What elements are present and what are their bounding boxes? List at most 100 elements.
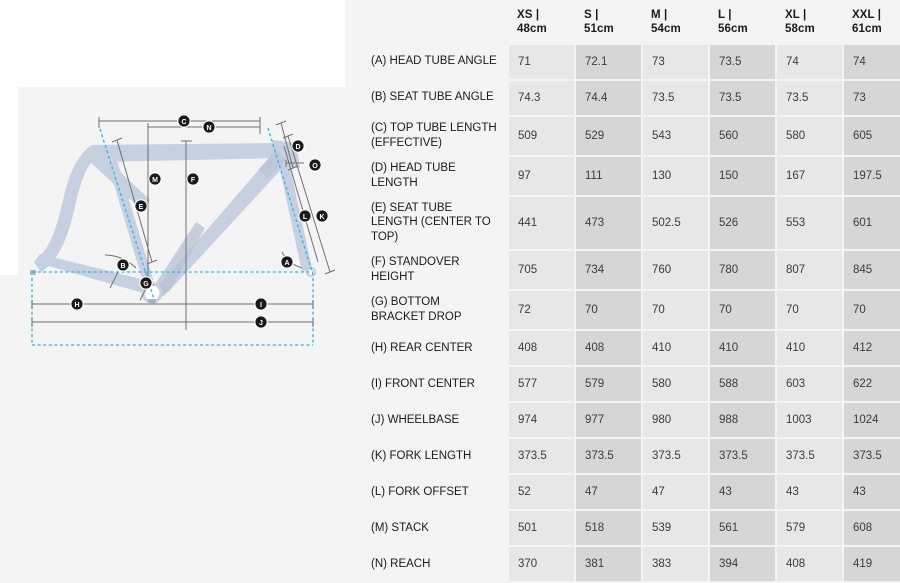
cell-m-xs: 501 xyxy=(509,511,574,546)
cell-e-s: 473 xyxy=(576,196,641,250)
marker-K: K xyxy=(315,209,329,223)
svg-text:O: O xyxy=(312,163,318,170)
svg-text:B: B xyxy=(120,263,125,270)
cell-i-l: 588 xyxy=(710,367,775,402)
cell-k-l: 373.5 xyxy=(710,439,775,474)
row-label-f: (F) STANDOVER HEIGHT xyxy=(371,256,460,284)
cell-a-xs: 71 xyxy=(509,44,574,79)
table-row: (A) HEAD TUBE ANGLE 71 72.1 73 73.5 74 7… xyxy=(347,44,900,79)
cell-g-m: 70 xyxy=(643,291,708,330)
marker-N: N xyxy=(202,120,216,134)
cell-j-m: 980 xyxy=(643,403,708,438)
row-label-m: (M) STACK xyxy=(371,521,429,534)
cell-e-xxl: 601 xyxy=(844,196,900,250)
marker-D: D xyxy=(291,139,305,153)
cell-b-s: 74.4 xyxy=(576,80,641,115)
row-label-l: (L) FORK OFFSET xyxy=(371,485,469,498)
cell-m-xxl: 608 xyxy=(844,511,900,546)
row-label-c: (C) TOP TUBE LENGTH (EFFECTIVE) xyxy=(371,121,497,149)
cell-i-xl: 603 xyxy=(777,367,842,402)
cell-c-xxl: 605 xyxy=(844,116,900,155)
cell-b-l: 73.5 xyxy=(710,80,775,115)
column-seat-xxl: 61cm xyxy=(852,23,882,36)
svg-text:N: N xyxy=(206,125,211,132)
cell-f-m: 760 xyxy=(643,251,708,290)
svg-text:I: I xyxy=(260,302,262,309)
svg-text:L: L xyxy=(303,214,308,221)
table-row: (C) TOP TUBE LENGTH (EFFECTIVE) 509 529 … xyxy=(347,116,900,155)
cell-c-m: 543 xyxy=(643,116,708,155)
svg-text:G: G xyxy=(143,281,149,288)
row-label-a: (A) HEAD TUBE ANGLE xyxy=(371,55,497,68)
cell-k-s: 373.5 xyxy=(576,439,641,474)
svg-text:K: K xyxy=(319,214,324,221)
frame-silhouette-shadow xyxy=(150,150,286,300)
marker-M: M xyxy=(148,172,162,186)
cell-j-s: 977 xyxy=(576,403,641,438)
row-label-k: (K) FORK LENGTH xyxy=(371,449,472,462)
cell-f-xl: 807 xyxy=(777,251,842,290)
marker-E: E xyxy=(134,199,148,213)
table-row: (K) FORK LENGTH 373.5 373.5 373.5 373.5 … xyxy=(347,439,900,474)
table-row: (G) BOTTOM BRACKET DROP 72 70 70 70 70 7… xyxy=(347,291,900,330)
dimension-lines xyxy=(31,117,336,330)
cell-j-l: 988 xyxy=(710,403,775,438)
row-label-j: (J) WHEELBASE xyxy=(371,413,460,426)
cell-g-xs: 72 xyxy=(509,291,574,330)
column-size-m: M | xyxy=(651,9,668,21)
row-label-b: (B) SEAT TUBE ANGLE xyxy=(371,91,494,104)
cell-h-s: 408 xyxy=(576,331,641,366)
cell-i-m: 580 xyxy=(643,367,708,402)
marker-I: I xyxy=(254,297,268,311)
table-head: XS | 48cm S | 51cm M | 54cm L | 56cm xyxy=(347,2,900,43)
column-header-xs: XS | 48cm xyxy=(509,2,574,43)
svg-text:M: M xyxy=(152,177,158,184)
marker-L: L xyxy=(298,209,312,223)
row-label-d: (D) HEAD TUBE LENGTH xyxy=(371,161,456,189)
cell-e-l: 526 xyxy=(710,196,775,250)
svg-text:D: D xyxy=(295,144,300,151)
cell-j-xs: 974 xyxy=(509,403,574,438)
column-seat-xs: 48cm xyxy=(517,23,547,36)
table-body: (A) HEAD TUBE ANGLE 71 72.1 73 73.5 74 7… xyxy=(347,44,900,582)
svg-text:J: J xyxy=(259,320,263,327)
table-header-row: XS | 48cm S | 51cm M | 54cm L | 56cm xyxy=(347,2,900,43)
geometry-table-panel: XS | 48cm S | 51cm M | 54cm L | 56cm xyxy=(345,0,900,582)
cell-n-l: 394 xyxy=(710,547,775,582)
cell-a-m: 73 xyxy=(643,44,708,79)
cell-a-xl: 74 xyxy=(777,44,842,79)
marker-F: F xyxy=(186,172,200,186)
bike-geometry-diagram: C N M F E xyxy=(0,0,345,450)
table-row: (F) STANDOVER HEIGHT 705 734 760 780 807… xyxy=(347,251,900,290)
column-seat-l: 56cm xyxy=(718,23,748,36)
table-row: (I) FRONT CENTER 577 579 580 588 603 622 xyxy=(347,367,900,402)
bb-shell-mark xyxy=(148,299,156,303)
table-row: (J) WHEELBASE 974 977 980 988 1003 1024 xyxy=(347,403,900,438)
cell-h-m: 410 xyxy=(643,331,708,366)
cell-i-xs: 577 xyxy=(509,367,574,402)
cell-l-xs: 52 xyxy=(509,475,574,510)
cell-j-xxl: 1024 xyxy=(844,403,900,438)
row-label-h: (H) REAR CENTER xyxy=(371,341,473,354)
cell-g-xl: 70 xyxy=(777,291,842,330)
cell-d-xl: 167 xyxy=(777,156,842,195)
table-row: (L) FORK OFFSET 52 47 47 43 43 43 xyxy=(347,475,900,510)
white-block-left xyxy=(0,87,18,275)
column-seat-s: 51cm xyxy=(584,23,614,36)
cell-i-s: 579 xyxy=(576,367,641,402)
marker-B: B xyxy=(116,258,130,272)
cell-c-s: 529 xyxy=(576,116,641,155)
cell-f-s: 734 xyxy=(576,251,641,290)
column-size-l: L | xyxy=(718,9,732,21)
cell-f-l: 780 xyxy=(710,251,775,290)
row-label-i: (I) FRONT CENTER xyxy=(371,377,475,390)
svg-text:H: H xyxy=(74,302,79,309)
column-header-xl: XL | 58cm xyxy=(777,2,842,43)
column-seat-m: 54cm xyxy=(651,23,681,36)
cell-b-xs: 74.3 xyxy=(509,80,574,115)
table-row: (D) HEAD TUBE LENGTH 97 111 130 150 167 … xyxy=(347,156,900,195)
cell-b-xl: 73.5 xyxy=(777,80,842,115)
cell-n-xl: 408 xyxy=(777,547,842,582)
cell-l-xl: 43 xyxy=(777,475,842,510)
cell-a-l: 73.5 xyxy=(710,44,775,79)
